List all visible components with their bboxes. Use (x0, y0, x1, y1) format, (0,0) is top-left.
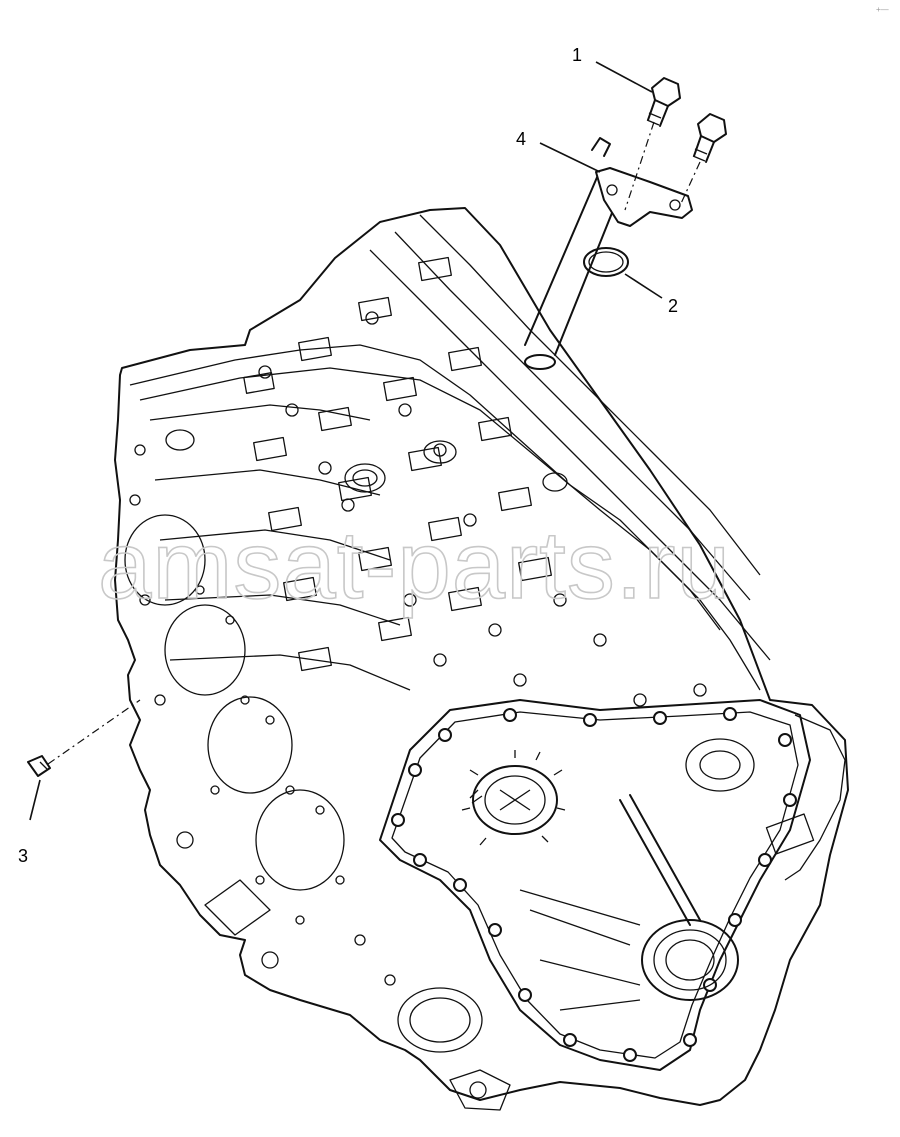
bolt-upper (646, 77, 681, 127)
corner-mark: +— (876, 5, 889, 14)
callout-4: 4 (516, 129, 526, 149)
plug (27, 699, 141, 777)
callout-labels: 1 2 3 4 (18, 45, 678, 866)
tube-assembly (524, 77, 727, 370)
front-seal (461, 750, 566, 846)
callout-3: 3 (18, 846, 28, 866)
callout-1: 1 (572, 45, 582, 65)
bolt-lower (692, 113, 727, 163)
engine-block (114, 207, 849, 1106)
bracket (595, 167, 693, 227)
o-ring (583, 247, 629, 277)
leader-lines (29, 61, 663, 821)
callout-2: 2 (668, 296, 678, 316)
gear-housing (379, 699, 846, 1111)
drive-bore (641, 919, 739, 1001)
watermark: amsat-parts.ru (98, 512, 731, 619)
